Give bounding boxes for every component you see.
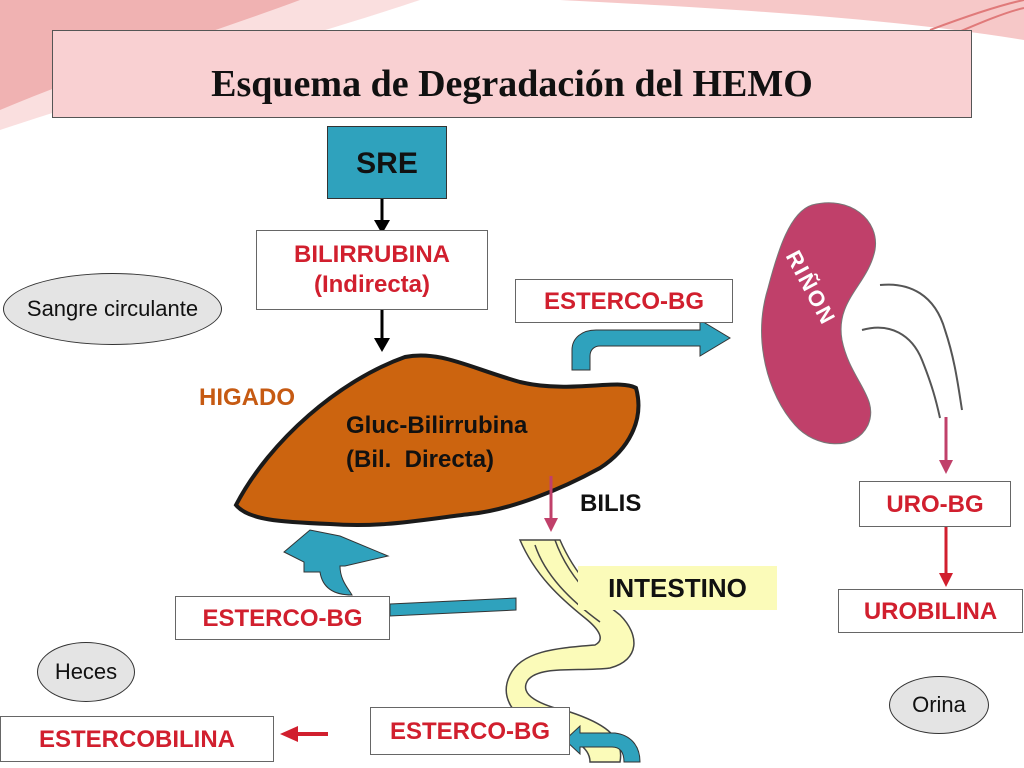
blue-arrow-bottom — [564, 724, 641, 763]
blue-arrow-to-liver — [283, 529, 390, 596]
gluc-line2: (Bil. Directa) — [346, 446, 495, 473]
decor-swoosh-left — [0, 0, 300, 110]
esterco-bg-liver-box: ESTERCO-BG — [175, 596, 390, 640]
intestino-label: INTESTINO — [578, 566, 777, 610]
decor-swoosh-right — [560, 0, 1024, 40]
intestine-shape — [505, 539, 635, 763]
bilirrubina-box: BILIRRUBINA (Indirecta) — [256, 230, 488, 310]
liver-shape — [233, 353, 641, 528]
bilis-label: BILIS — [580, 490, 642, 517]
bilirrubina-sublabel: (Indirecta) — [313, 271, 430, 298]
blue-arrow-to-kidney — [571, 319, 731, 371]
esterco-bg-kidney-box: ESTERCO-BG — [515, 279, 733, 323]
urobilina-box: UROBILINA — [838, 589, 1023, 633]
orina-oval: Orina — [889, 676, 989, 734]
arrowhead-sre — [374, 220, 390, 234]
ureter-tube-outer — [879, 283, 963, 411]
sangre-circulante-oval: Sangre circulante — [3, 273, 222, 345]
title-box — [52, 30, 972, 118]
bilirrubina-label: BILIRRUBINA — [294, 241, 450, 268]
arrowhead-bilis — [544, 518, 558, 532]
estercobilina-box: ESTERCOBILINA — [0, 716, 274, 762]
heces-oval: Heces — [37, 642, 135, 702]
uro-bg-box: URO-BG — [859, 481, 1011, 527]
page-title: Esquema de Degradación del HEMO — [211, 63, 813, 105]
higado-label: HIGADO — [199, 384, 295, 411]
blue-bar-intestine-to-liver — [389, 597, 517, 617]
arrowhead-estercobilina — [280, 726, 298, 742]
arrowhead-urobg — [939, 460, 953, 474]
arrowhead-urobilina — [939, 573, 953, 587]
gluc-bilirrubina-label: Gluc-Bilirrubina (Bil. Directa) — [346, 409, 527, 477]
esterco-bg-intestine-box: ESTERCO-BG — [370, 707, 570, 755]
gluc-line1: Gluc-Bilirrubina — [346, 412, 528, 439]
ureter-tube-inner — [861, 326, 941, 419]
kidney-shape — [761, 202, 877, 445]
sre-box: SRE — [327, 126, 447, 199]
arrowhead-bilirrubina — [374, 338, 390, 352]
